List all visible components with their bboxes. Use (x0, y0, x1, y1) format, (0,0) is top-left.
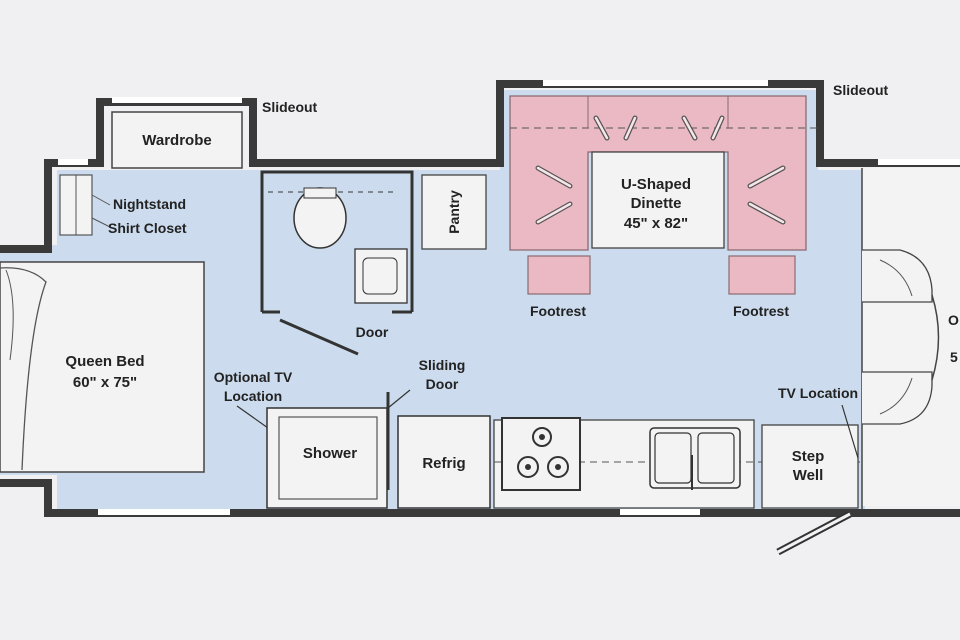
pantry: Pantry (421, 174, 487, 250)
optional-tv-label-line2: Location (224, 388, 282, 404)
footrest-right (728, 255, 796, 295)
pantry-label: Pantry (446, 190, 462, 234)
windows (58, 80, 960, 515)
step-well: Step Well (761, 424, 859, 509)
kitchen-counter (493, 417, 860, 509)
cab-seat-top (862, 249, 933, 303)
optional-tv-label-line1: Optional TV (214, 369, 293, 385)
exterior-walls (0, 80, 960, 517)
sliding-door-label-line2: Door (426, 376, 459, 392)
cab-partial-label-2: 5 (950, 349, 958, 365)
u-shaped-dinette: U-Shaped Dinette 45" x 82" (509, 95, 820, 251)
footrest-left-label: Footrest (530, 303, 586, 319)
step-well-label-line2: Well (793, 467, 824, 484)
cab-area: O 5 (861, 168, 960, 510)
shower: Shower (266, 407, 388, 509)
dinette-size: 45" x 82" (624, 215, 688, 232)
refrigerator: Refrig (397, 415, 491, 509)
queen-bed: Queen Bed 60" x 75" (0, 261, 205, 473)
cab-partial-label-1: O (948, 312, 959, 328)
kitchen-sink-icon (649, 427, 741, 490)
step-well-label-line1: Step (792, 448, 825, 465)
queen-bed-label: Queen Bed (65, 353, 144, 370)
bathroom (260, 170, 414, 356)
sliding-door-label-line1: Sliding (419, 357, 466, 373)
dinette-label-line1: U-Shaped (621, 176, 691, 193)
slideout-left-label: Slideout (262, 99, 318, 115)
door-label: Door (356, 324, 389, 340)
wardrobe: Wardrobe (111, 111, 243, 169)
cab-seat-bottom (862, 371, 933, 425)
slideout-right-label: Slideout (833, 82, 889, 98)
footrest-right-label: Footrest (733, 303, 789, 319)
dinette-table (591, 151, 725, 249)
shower-label: Shower (303, 445, 357, 462)
tv-location-label: TV Location (778, 385, 858, 401)
wardrobe-label: Wardrobe (142, 132, 211, 149)
nightstand-label: Nightstand (113, 196, 186, 212)
refrig-label: Refrig (422, 455, 465, 472)
dinette-label-line2: Dinette (631, 195, 682, 212)
shirt-closet (59, 174, 111, 236)
bathroom-door-icon (279, 318, 359, 356)
shirt-closet-label: Shirt Closet (108, 220, 187, 236)
footrest-left (527, 255, 591, 295)
stove-icon (501, 417, 581, 491)
entry-door-icon (776, 510, 852, 556)
queen-bed-size: 60" x 75" (73, 374, 137, 391)
